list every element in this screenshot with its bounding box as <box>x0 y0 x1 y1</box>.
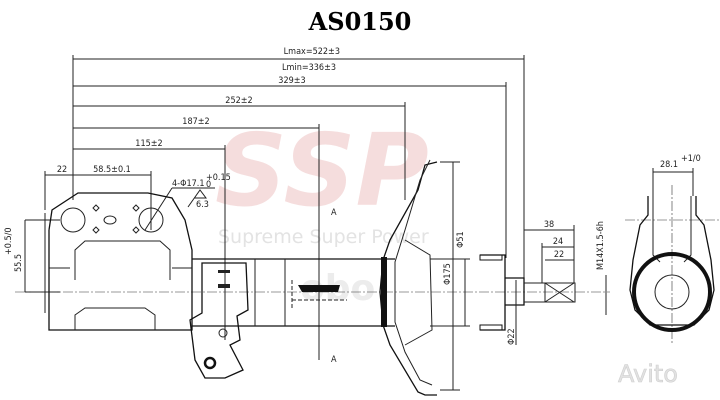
roughness-label: 6.3 <box>196 200 209 210</box>
section-a-top: A <box>331 208 337 218</box>
dim-55-5: 55.5 <box>14 254 24 272</box>
top-mount-cap: Φ22 <box>479 254 576 345</box>
section-a-bottom: A <box>331 355 337 365</box>
holes-tol-low: 0 <box>206 180 211 190</box>
width-28-1: 28.1 <box>660 160 678 170</box>
thread-label: M14X1.5-6h <box>596 221 606 270</box>
dim-252: 252±2 <box>225 96 252 106</box>
width-tol: +1/0 <box>681 154 701 164</box>
length-dimensions: Lmax=522±3 Lmin=336±3 329±3 252±2 187±2 … <box>4 47 525 360</box>
rod-dimensions: 38 24 22 M14X1.5-6h <box>524 220 607 315</box>
dim-329: 329±3 <box>278 76 305 86</box>
holes-tol-up: +0.15 <box>206 173 231 183</box>
brake-hose-bracket <box>189 262 249 379</box>
dim-22: 22 <box>57 165 67 175</box>
dia-175-label: Φ175 <box>443 263 453 285</box>
spring-seat: Φ175 Φ51 <box>379 159 470 396</box>
dim-55-5-tol: +0.5/0 <box>4 227 14 255</box>
avito-watermark: Avito <box>618 360 678 388</box>
dia-51-label: Φ51 <box>456 231 466 248</box>
dim-58-5: 58.5±0.1 <box>93 165 131 175</box>
dim-38: 38 <box>544 220 554 230</box>
strut-body: A A <box>192 208 395 365</box>
part-number-title: AS0150 <box>308 7 412 36</box>
dim-187: 187±2 <box>182 117 209 127</box>
slogan-watermark: Supreme Super Power <box>218 226 429 248</box>
svg-text:SSP: SSP <box>215 112 429 229</box>
dia-22-label: Φ22 <box>507 328 517 345</box>
holes-label: 4-Φ17.1 <box>172 179 204 189</box>
dim-24: 24 <box>553 237 563 247</box>
lmax-label: Lmax=522±3 <box>284 47 340 57</box>
dim-22-thread: 22 <box>554 250 564 260</box>
lmin-label: Lmin=336±3 <box>282 63 336 73</box>
side-view: 28.1 +1/0 <box>625 154 720 345</box>
mounting-bracket <box>44 192 193 331</box>
dim-115: 115±2 <box>135 139 162 149</box>
